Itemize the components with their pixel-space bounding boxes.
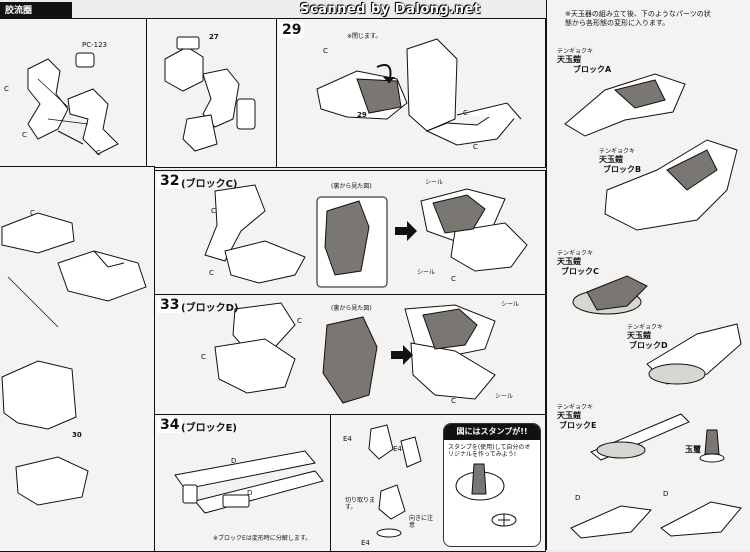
step-pane-33: 33 (ブロックD) (裏から見た図) C C シール シール C (154, 294, 546, 416)
gyokki-illustration (699, 429, 725, 463)
block-e-name: 天玉鎧 (557, 411, 581, 420)
step-title-32: (ブロックC) (181, 179, 238, 190)
step-pane-34: 34 (ブロックE) D D ※ブロックEは変形時に分解します。 (154, 414, 332, 552)
part-label-c: C (209, 269, 214, 277)
block-d-name: 天玉鎧 (627, 331, 651, 340)
block-e-illustration (590, 413, 690, 461)
step-number-29: 29 (279, 22, 305, 38)
stamp-callout-title: 図にはスタンプが!! (444, 424, 540, 440)
block-a-name: 天玉鎧 (557, 55, 581, 64)
frame-assembly-drawing-27 (164, 36, 256, 152)
step-pane-27: 27 (146, 18, 278, 168)
stamp-callout-body: スタンプを(使用)して自分のオリジナルを作ってみよう! (448, 444, 531, 458)
block-c-sub: ブロックC (561, 267, 599, 276)
head-assembly-drawing (1, 212, 147, 506)
step-pane-parts-left: PC-123 C C C (0, 18, 147, 168)
step-29-note: ※閉じます。 (347, 33, 382, 40)
seal-label-32b: シール (417, 269, 436, 276)
callout-number-29: 29 (357, 111, 367, 119)
seal-label-32a: シール (425, 179, 444, 186)
block-b-sub: ブロックB (603, 165, 642, 174)
cut-off-note: 切り取ります。 (345, 497, 376, 511)
part-label-c: C (96, 149, 101, 157)
part-label-c: C (473, 143, 478, 151)
part-label-e4: E4 (343, 435, 352, 443)
block-b-illustration (604, 139, 738, 231)
step-number-33: 33 (157, 297, 183, 313)
block-d-drawing (214, 302, 496, 404)
transformation-sidebar: ※天玉器の組み立て後、下のようなパーツの状態から各形態の変形に入ります。 テンギ… (546, 0, 750, 550)
d-parts-illustration (570, 501, 742, 539)
block-e-ruby: テンギョクキ (557, 404, 594, 411)
step-34-note: ※ブロックEは変形時に分解します。 (213, 535, 312, 542)
block-c-illustration (572, 275, 648, 315)
block-e-drawing (174, 450, 324, 514)
block-d-sub: ブロックD (629, 341, 668, 350)
step-title-34: (ブロックE) (181, 423, 237, 434)
block-a-illustration (564, 73, 686, 137)
step-number-34: 34 (157, 417, 183, 433)
publisher-logo: 胶流圈 (0, 2, 72, 18)
back-view-label-33: (裏から見た図) (331, 305, 372, 312)
block-c-name: 天玉鎧 (557, 257, 581, 266)
orientation-note: 向きに注意 (409, 515, 434, 529)
frame-closing-drawing-29 (316, 38, 522, 146)
part-label-pc123: PC-123 (82, 41, 107, 49)
step-pane-29: 29 ※閉じます。 C 29 C C (276, 18, 546, 168)
part-label-c: C (451, 397, 456, 405)
block-d-illustration (646, 323, 742, 385)
step-number-32: 32 (157, 173, 183, 189)
part-label-d: D (663, 490, 669, 498)
stamp-illustration (455, 463, 517, 527)
block-d-ruby: テンギョクキ (627, 324, 664, 331)
part-label-c: C (22, 131, 27, 139)
part-label-c: C (323, 47, 328, 55)
block-b-name: 天玉鎧 (599, 155, 623, 164)
gyokki-label: 玉璽 (685, 445, 701, 454)
block-e-sub: ブロックE (559, 421, 597, 430)
step-pane-32: 32 (ブロックC) (裏から見た図) C C シール シール C (154, 170, 546, 296)
callout-number-30: 30 (72, 431, 82, 439)
part-label-c: C (201, 353, 206, 361)
step-title-33: (ブロックD) (181, 303, 239, 314)
part-label-d: D (575, 494, 581, 502)
part-label-d: D (247, 489, 253, 497)
part-label-e4: E4 (393, 445, 402, 453)
callout-number-27: 27 (209, 33, 219, 41)
block-a-ruby: テンギョクキ (557, 48, 594, 55)
part-label-e4: E4 (361, 539, 370, 547)
part-label-c: C (451, 275, 456, 283)
seal-label-33b: シール (495, 393, 514, 400)
part-label-c: C (4, 85, 9, 93)
block-b-ruby: テンギョクキ (599, 148, 636, 155)
sidebar-intro: ※天玉器の組み立て後、下のようなパーツの状態から各形態の変形に入ります。 (565, 10, 711, 27)
block-c-drawing (204, 184, 528, 288)
block-c-ruby: テンギョクキ (557, 250, 594, 257)
back-view-label-32: (裏から見た図) (331, 183, 372, 190)
part-label-c: C (211, 207, 216, 215)
part-label-c: C (297, 317, 302, 325)
block-a-sub: ブロックA (573, 65, 612, 74)
part-label-c: C (30, 209, 35, 217)
scanner-watermark: Scanned by Dalong.net (300, 2, 481, 17)
e-parts-drawing (368, 424, 422, 538)
frame-assembly-drawing-a (27, 52, 119, 155)
stamp-callout: 図にはスタンプが!! スタンプを(使用)して自分のオリジナルを作ってみよう! (443, 423, 541, 547)
seal-label-33a: シール (501, 301, 520, 308)
step-pane-head-assembly: C 30 (0, 166, 155, 552)
part-label-d: D (231, 457, 237, 465)
step-pane-35: E4 E4 E4 切り取ります。 向きに注意 図にはスタンプが!! スタンプを(… (330, 414, 546, 552)
part-label-c: C (463, 109, 468, 117)
